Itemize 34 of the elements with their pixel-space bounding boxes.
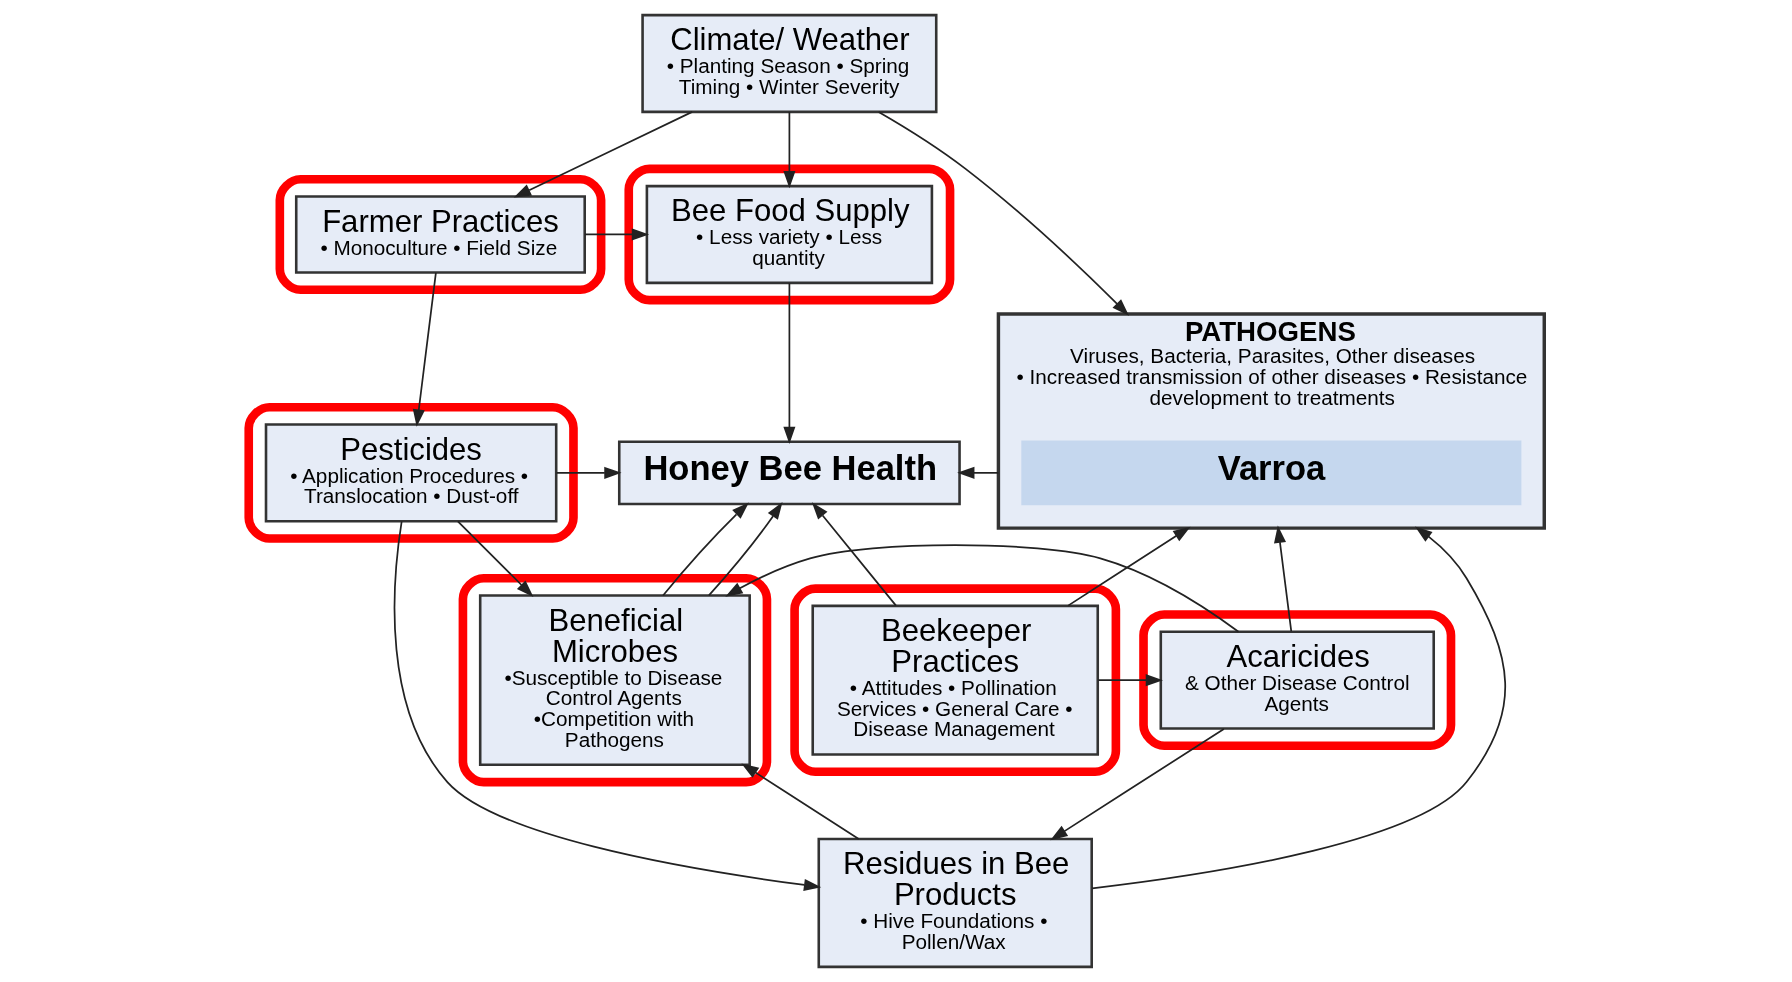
node-box: Farmer Practices • Monoculture • Field Size bbox=[294, 195, 586, 274]
arrow bbox=[513, 111, 693, 198]
arrow bbox=[1090, 526, 1506, 890]
arrow bbox=[724, 544, 1239, 633]
arrow bbox=[811, 502, 897, 607]
cluster bbox=[623, 164, 954, 305]
arrow bbox=[456, 520, 533, 597]
arrow bbox=[877, 111, 1129, 316]
node-box: Beneficial Microbes •Susceptible to Disease Control Agents •Competition with Pathogens bbox=[478, 594, 751, 767]
arrow bbox=[583, 228, 649, 241]
arrow bbox=[661, 502, 749, 597]
arrow bbox=[707, 502, 783, 597]
node-box: Beekeeper Practices • Attitudes • Pollination Services • General Care • Disease Management bbox=[810, 604, 1099, 756]
cluster bbox=[1138, 610, 1455, 751]
arrow bbox=[412, 272, 437, 427]
node-box: Residues in Bee Products • Hive Foundations • Pollen/Wax bbox=[816, 837, 1093, 969]
cluster bbox=[275, 174, 605, 295]
arrow bbox=[555, 466, 622, 479]
arrow bbox=[740, 763, 860, 840]
node-box: Varroa bbox=[1020, 440, 1521, 506]
arrow bbox=[1096, 674, 1163, 687]
arrow bbox=[1066, 526, 1190, 607]
arrow bbox=[782, 282, 795, 444]
cluster bbox=[243, 402, 578, 543]
node-box: Bee Food Supply • Less variety • Less quantity bbox=[645, 184, 933, 285]
node-box: Pesticides • Application Procedures • Translocation • Dust-off bbox=[264, 423, 557, 523]
arrow bbox=[782, 111, 795, 189]
node-box: Acaricides & Other Disease Control Agents bbox=[1159, 630, 1435, 730]
node-box: Honey Bee Health bbox=[617, 440, 961, 506]
cluster bbox=[458, 573, 771, 787]
arrow bbox=[956, 466, 999, 479]
node-box: Climate/ Weather • Planting Season • Spring Timing • Winter Severity bbox=[640, 13, 938, 114]
arrow bbox=[1049, 728, 1225, 841]
cluster bbox=[789, 584, 1120, 777]
